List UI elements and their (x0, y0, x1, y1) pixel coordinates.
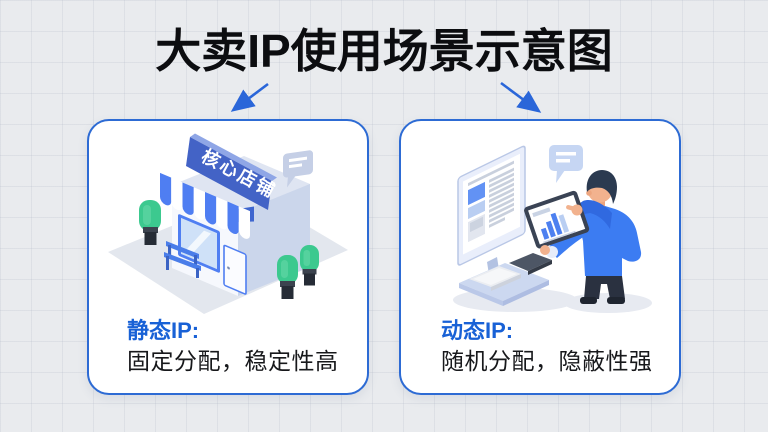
static-ip-description: 固定分配，稳定性高 (127, 347, 339, 374)
tree-right-back-icon (300, 245, 319, 286)
arrow-left-icon (230, 82, 269, 112)
door-knob (227, 266, 230, 270)
shop-door (223, 244, 247, 295)
person-right-arm (576, 200, 612, 229)
static-ip-card: 核心店铺 (87, 119, 369, 395)
page-title: 大卖IP使用场景示意图 (155, 25, 613, 77)
screen-text-lines (489, 167, 514, 228)
person-right-hand (571, 204, 583, 216)
arrow-right-icon (500, 81, 542, 113)
monitor-icon (457, 145, 526, 266)
books-icon (459, 253, 552, 306)
dynamic-ip-label: 动态IP: (441, 318, 514, 343)
person-hair (586, 170, 617, 204)
building-front-wall (160, 172, 251, 297)
tree-left-icon (139, 200, 161, 245)
person-shoe-right (607, 297, 625, 304)
window-highlight (184, 230, 211, 256)
screen-image-block (468, 181, 485, 206)
dynamic-ip-illustration (453, 145, 652, 313)
speech-bubble-icon (283, 150, 313, 188)
tree-right-front-icon (277, 255, 298, 299)
dynamic-ip-description: 随机分配，隐蔽性强 (441, 347, 653, 374)
person-left-hand (540, 245, 550, 255)
awning (160, 172, 251, 239)
tablet-bar-chart-icon (540, 212, 563, 240)
person-pants (584, 276, 625, 299)
bench-icon (164, 241, 201, 278)
dynamic-ip-card: 动态IP: 随机分配，隐蔽性强 (399, 119, 681, 395)
person-ear (586, 190, 592, 196)
static-ip-label: 静态IP: (127, 318, 200, 343)
person-torso (580, 204, 642, 276)
storefront-illustration: 核心店铺 (108, 133, 348, 314)
tablet-icon (524, 190, 590, 249)
speech-bubble-icon (549, 145, 583, 183)
person-shoe-left (580, 297, 597, 304)
